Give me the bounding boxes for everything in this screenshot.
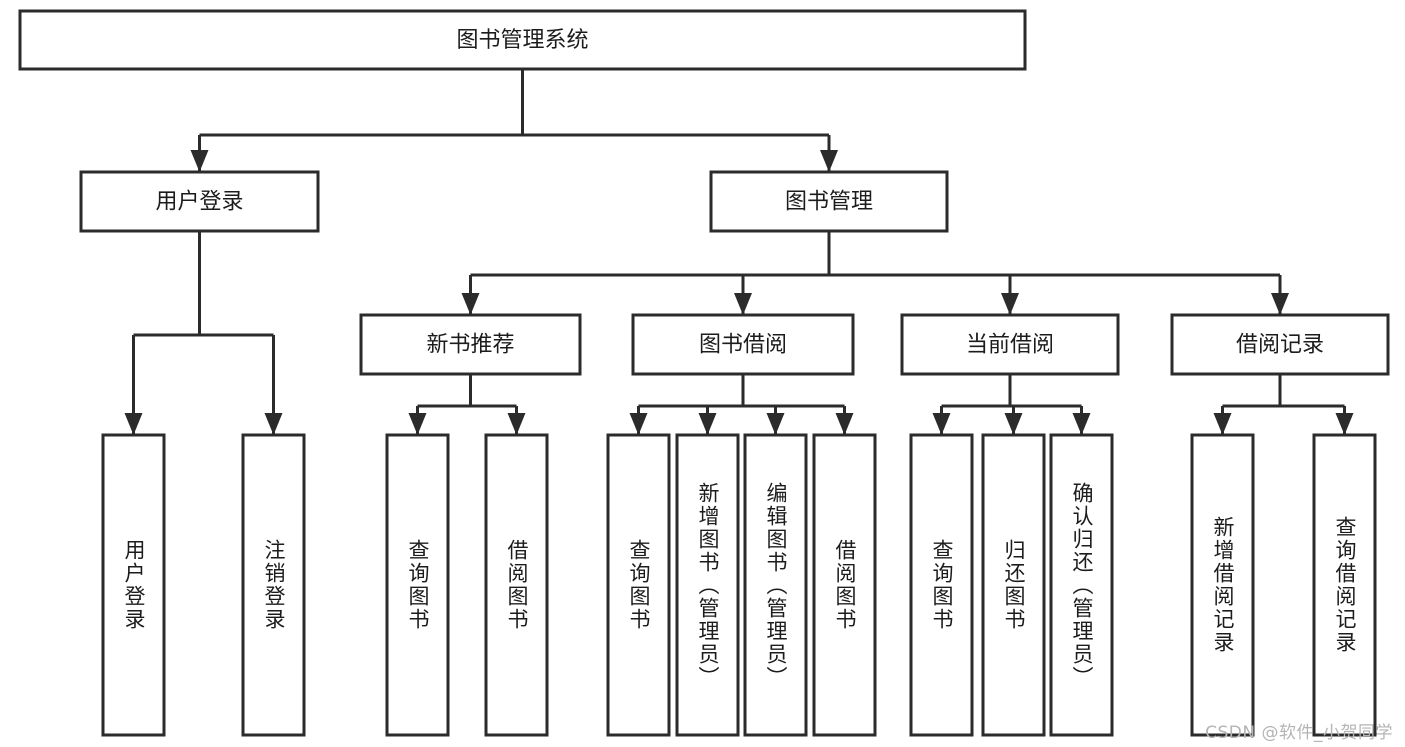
node-label-newbook: 新书推荐 xyxy=(426,333,514,358)
node-box-leaf-query-book-2[interactable] xyxy=(606,433,671,737)
arrow-head-icon xyxy=(835,413,854,435)
node-box-leaf-user-login[interactable] xyxy=(101,433,166,737)
node-box-leaf-add-book[interactable] xyxy=(675,433,740,737)
arrow-head-icon xyxy=(1271,293,1289,315)
node-label-bookmgmt: 图书管理 xyxy=(785,190,873,215)
arrow-head-icon xyxy=(264,413,283,435)
connectors-layer xyxy=(124,69,1354,435)
arrow-head-icon xyxy=(766,413,785,435)
arrow-head-icon xyxy=(461,293,480,315)
arrow-head-icon xyxy=(1072,413,1091,435)
node-box-leaf-query-record[interactable] xyxy=(1312,433,1377,737)
arrow-head-icon xyxy=(408,413,427,435)
arrow-head-icon xyxy=(698,413,717,435)
arrow-head-icon xyxy=(124,413,143,435)
node-box-leaf-return-book[interactable] xyxy=(981,433,1046,737)
arrow-head-icon xyxy=(190,150,209,172)
node-box-leaf-edit-book[interactable] xyxy=(743,433,808,737)
node-box-newbook[interactable] xyxy=(359,313,582,376)
node-box-current[interactable] xyxy=(900,313,1120,376)
node-box-leaf-confirm-return[interactable] xyxy=(1049,433,1114,737)
node-box-bookmgmt[interactable] xyxy=(709,170,949,233)
node-boxes-layer xyxy=(18,9,1390,737)
arrow-head-icon xyxy=(629,413,648,435)
arrow-head-icon xyxy=(507,413,526,435)
node-box-leaf-borrow-book-1[interactable] xyxy=(484,433,549,737)
arrow-head-icon xyxy=(1335,413,1354,435)
node-label-records: 借阅记录 xyxy=(1236,333,1324,358)
node-box-login[interactable] xyxy=(79,170,320,233)
node-label-borrow: 图书借阅 xyxy=(699,333,787,358)
node-box-root[interactable] xyxy=(18,9,1027,71)
arrow-head-icon xyxy=(932,413,951,435)
node-label-current: 当前借阅 xyxy=(966,333,1054,358)
arrow-head-icon xyxy=(1213,413,1232,435)
arrow-head-icon xyxy=(1001,293,1019,315)
arrow-head-icon xyxy=(734,293,752,315)
node-box-borrow[interactable] xyxy=(631,313,855,376)
arrow-head-icon xyxy=(1004,413,1023,435)
node-box-leaf-query-book-3[interactable] xyxy=(909,433,974,737)
node-box-leaf-add-record[interactable] xyxy=(1190,433,1255,737)
node-label-login: 用户登录 xyxy=(155,190,243,215)
node-box-records[interactable] xyxy=(1170,313,1390,376)
node-label-root: 图书管理系统 xyxy=(456,28,588,53)
node-box-leaf-user-logout[interactable] xyxy=(241,433,306,737)
node-box-leaf-borrow-book-2[interactable] xyxy=(812,433,877,737)
csdn-watermark: CSDN @软件_小贺同学 xyxy=(1205,723,1393,743)
node-box-leaf-query-book-1[interactable] xyxy=(385,433,450,737)
arrow-head-icon xyxy=(820,150,838,172)
